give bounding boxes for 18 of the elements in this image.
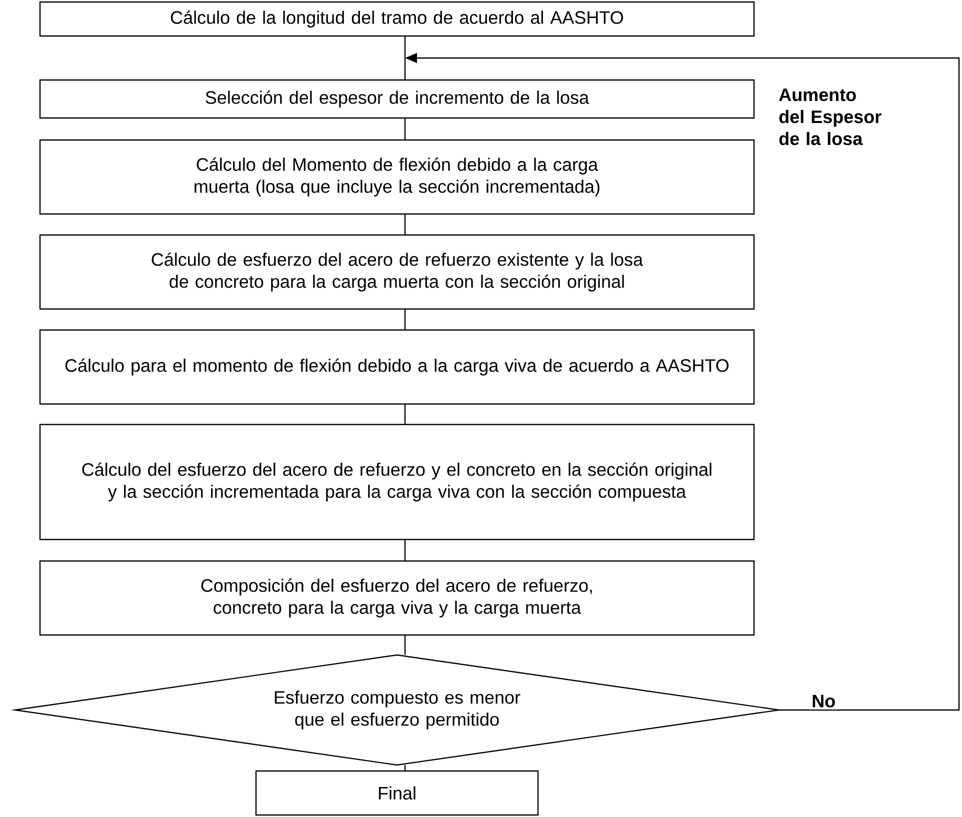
connector-line — [404, 308, 406, 330]
process-box: Cálculo de esfuerzo del acero de refuerzo existente y la losa de concreto para la carga muerta con la sección original — [39, 234, 755, 310]
process-box: Cálculo para el momento de flexión debido a la carga viva de acuerdo a AASHTO — [39, 329, 755, 405]
process-box: Cálculo de la longitud del tramo de acuerdo al AASHTO — [39, 1, 755, 37]
process-box: Composición del esfuerzo del acero de refuerzo, concreto para la carga viva y la carga muerta — [39, 560, 755, 636]
process-box: Cálculo del esfuerzo del acero de refuerzo y el concreto en la sección original y la sección incrementada para la carga viva con la sección compuesta — [39, 424, 755, 540]
process-box: Final — [255, 770, 539, 816]
connector-line — [404, 404, 406, 424]
side-note: Aumento del Espesor de la losa — [779, 88, 882, 146]
process-box: Selección del espesor de incremento de la losa — [39, 79, 755, 119]
edge-label: No — [810, 692, 838, 710]
connector-line — [404, 118, 406, 140]
process-box: Cálculo del Momento de flexión debido a la carga muerta (losa que incluye la sección incrementada) — [39, 139, 755, 215]
connector-line — [404, 634, 406, 655]
connector-line — [404, 764, 406, 771]
connector-line — [404, 540, 406, 561]
connector-line — [404, 214, 406, 235]
connector-line — [404, 36, 406, 80]
